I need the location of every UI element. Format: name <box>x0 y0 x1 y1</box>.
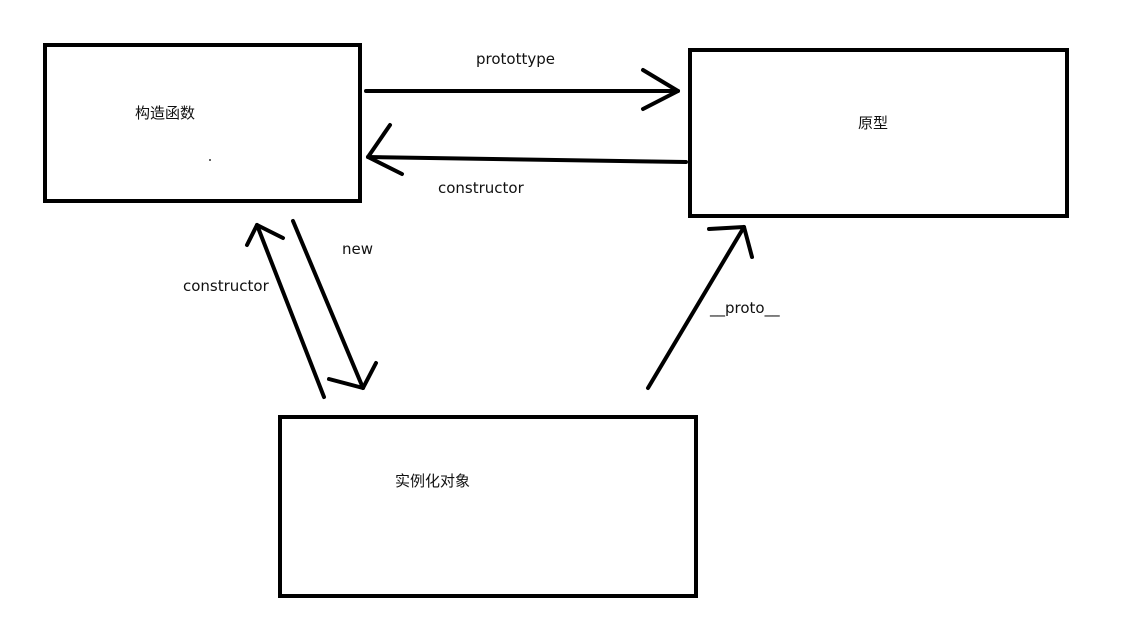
prototype-edge: protottype <box>364 50 680 111</box>
constructor-top-arrow-shaft <box>366 155 688 164</box>
prototype-box <box>688 48 1069 218</box>
instance-label: 实例化对象 <box>395 472 470 490</box>
constructor-top-edge-label: constructor <box>438 179 525 197</box>
new-arrow-head <box>327 361 378 390</box>
instance-node: 实例化对象 <box>278 415 698 598</box>
prototype-label: 原型 <box>858 114 888 132</box>
constructor-function-label: 构造函数 <box>135 104 195 122</box>
constructor-left-arrow-head <box>245 223 285 247</box>
stray-dot <box>209 159 211 161</box>
prototype-edge-label: protottype <box>476 50 555 68</box>
new-edge-label: new <box>342 240 373 258</box>
constructor-left-arrow-shaft <box>255 223 326 399</box>
new-edge: new <box>291 219 378 390</box>
new-arrow-shaft <box>291 219 365 390</box>
constructor-function-node: 构造函数 <box>43 43 362 203</box>
proto-arrow-shaft <box>646 225 746 390</box>
prototype-node: 原型 <box>688 48 1069 218</box>
proto-edge: __proto__ <box>646 225 780 390</box>
constructor-function-box <box>43 43 362 203</box>
prototype-arrow-head <box>641 68 680 111</box>
instance-box <box>278 415 698 598</box>
proto-edge-label: __proto__ <box>709 299 780 318</box>
constructor-left-edge: constructor <box>183 223 326 399</box>
constructor-left-edge-label: constructor <box>183 277 270 295</box>
constructor-top-arrow-head <box>366 123 404 176</box>
constructor-top-edge: constructor <box>366 123 688 197</box>
proto-arrow-head <box>707 225 754 259</box>
